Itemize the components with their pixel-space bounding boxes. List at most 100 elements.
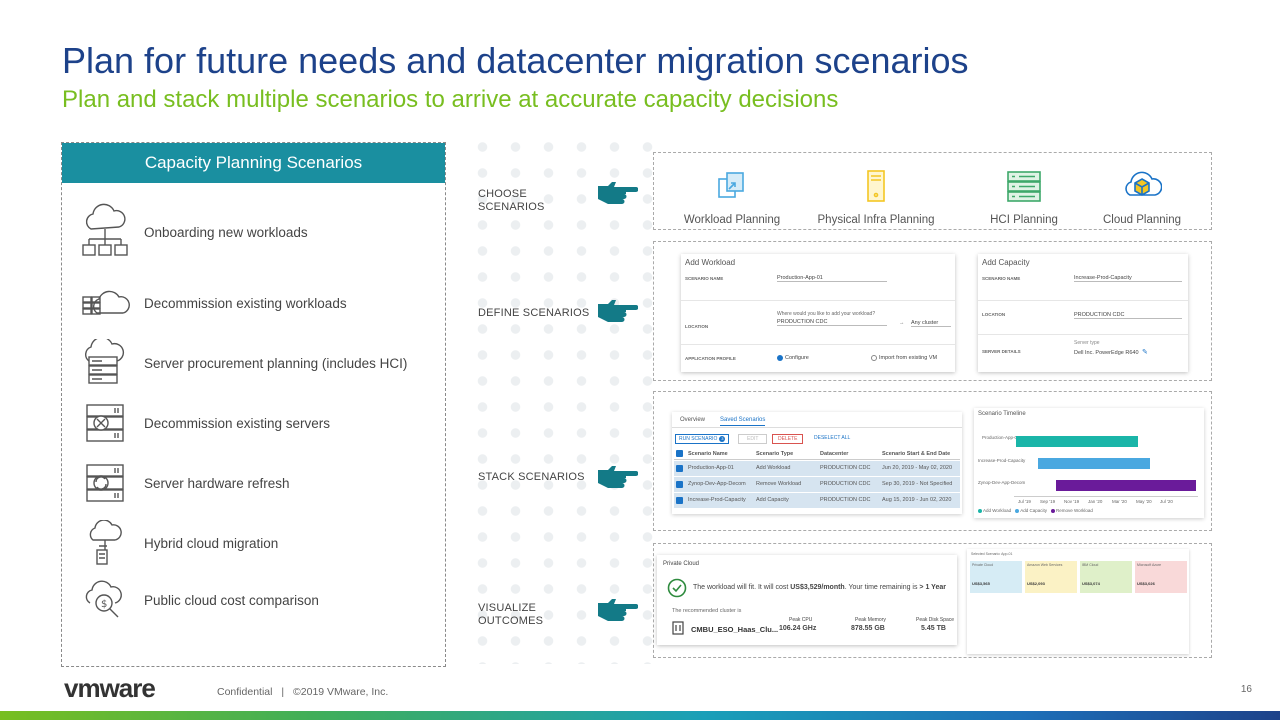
row-checkbox[interactable]	[676, 497, 683, 504]
cluster-name[interactable]: CMBU_ESO_Haas_Clu...	[691, 625, 779, 634]
timeline-bar-add-workload	[1016, 436, 1138, 447]
scenario-label: Onboarding new workloads	[144, 224, 308, 240]
row-checkbox[interactable]	[676, 481, 683, 488]
deselect-all-link[interactable]: DESELECT ALL	[814, 435, 851, 441]
scenario-hardware-refresh: Server hardware refresh	[78, 456, 290, 510]
radio-label: Configure	[785, 355, 809, 361]
radio-label: Import from existing VM	[879, 355, 938, 361]
scenario-label: Hybrid cloud migration	[144, 535, 279, 551]
comparison-column: IBM Cloud US$3,074	[1080, 561, 1132, 653]
table-row[interactable]: Production-App-01 Add Workload PRODUCTIO…	[674, 461, 960, 476]
cell: Add Workload	[756, 465, 791, 471]
timeline-title: Scenario Timeline	[978, 411, 1026, 417]
column-header: Amazon Web Services US$2,093	[1025, 561, 1077, 593]
metric-value: 5.45 TB	[921, 625, 946, 632]
panel-header: Capacity Planning Scenarios	[62, 143, 445, 183]
fit-message: The workload will fit. It will cost US$3…	[693, 584, 946, 591]
provider-cost: US$3,565	[972, 581, 990, 586]
legend-label: Add Workload	[983, 508, 1012, 513]
provider-name: Amazon Web Services	[1027, 563, 1063, 567]
row-checkbox[interactable]	[676, 465, 683, 472]
table-header: Scenario Name Scenario Type Datacenter S…	[674, 448, 960, 460]
edit-pencil-icon[interactable]: ✎	[1142, 349, 1148, 356]
check-circle-icon	[667, 578, 687, 598]
cell: Zynop-Dev-App-Decom	[688, 481, 746, 487]
cloud-network-icon	[78, 203, 132, 259]
scenario-label: Server procurement planning (includes HC…	[144, 355, 408, 371]
select-all-checkbox[interactable]	[676, 450, 683, 457]
plan-label: HCI Planning	[990, 214, 1058, 226]
svg-text:$: $	[101, 599, 107, 610]
comparison-column: Amazon Web Services US$2,093	[1025, 561, 1077, 653]
field-label: APPLICATION PROFILE	[685, 356, 736, 361]
form-title: Add Capacity	[982, 258, 1030, 267]
field-label: LOCATION	[685, 324, 709, 329]
metric-label: Peak Disk Space	[916, 617, 955, 623]
tab-saved-scenarios[interactable]: Saved Scenarios	[720, 417, 766, 426]
divider	[672, 427, 962, 428]
column-header: Microsoft Azure US$3,026	[1135, 561, 1187, 593]
vmware-logo: vmware	[64, 673, 156, 703]
cluster-select[interactable]: Any cluster	[911, 320, 951, 327]
table-row[interactable]: Zynop-Dev-App-Decom Remove Workload PROD…	[674, 477, 960, 492]
count-badge: 3	[719, 436, 726, 442]
hci-icon	[1007, 171, 1041, 202]
field-label: SCENARIO NAME	[685, 276, 724, 281]
cell: PRODUCTION CDC	[820, 465, 871, 471]
import-vm-radio[interactable]: Import from existing VM	[871, 355, 937, 361]
scenario-name-input[interactable]: Production-App-01	[777, 275, 887, 282]
run-scenario-button[interactable]: RUN SCENARIO 3	[675, 434, 730, 444]
tab-overview[interactable]: Overview	[680, 417, 706, 423]
tick-label: Jan '20	[1088, 499, 1103, 504]
column-header: Scenario Name	[688, 451, 728, 457]
plan-physical-infra[interactable]: Physical Infra Planning	[814, 169, 938, 226]
comparison-title: Selected Scenario: App-01	[971, 552, 1013, 556]
server-type-value: Dell Inc. PowerEdge R640	[1074, 350, 1139, 356]
plan-hci[interactable]: HCI Planning	[974, 169, 1074, 226]
configure-radio[interactable]: Configure	[777, 355, 809, 361]
pointing-hand-icon	[598, 182, 638, 204]
location-select[interactable]: PRODUCTION CDC	[777, 319, 887, 326]
private-cloud-result: Private Cloud The workload will fit. It …	[657, 555, 957, 645]
metric-value: 106.24 GHz	[779, 625, 817, 632]
cell: Sep 30, 2019 - Not Specified	[882, 481, 953, 487]
scenario-name-input[interactable]: Increase-Prod-Capacity	[1074, 275, 1182, 282]
copyright: ©2019 VMware, Inc.	[293, 686, 389, 698]
cluster-icon	[672, 621, 684, 635]
slide-title: Plan for future needs and datacenter mig…	[62, 40, 969, 81]
column-header: Private Cloud US$3,565	[970, 561, 1022, 593]
provider-cost: US$2,093	[1027, 581, 1045, 586]
step-define-label: DEFINE SCENARIOS	[478, 307, 590, 319]
timeline-bar-add-capacity	[1038, 458, 1150, 469]
cell: Jun 20, 2019 - May 02, 2020	[882, 465, 953, 471]
tick-label: Nov '19	[1064, 499, 1080, 504]
saved-scenarios-table: Overview Saved Scenarios RUN SCENARIO 3 …	[672, 412, 962, 514]
comparison-column: Private Cloud US$3,565	[970, 561, 1022, 653]
footer-separator: |	[281, 686, 285, 698]
server-tower-icon	[867, 170, 885, 202]
radio-selected-icon	[777, 355, 783, 361]
tick-label: Mar '20	[1112, 499, 1127, 504]
plan-label: Physical Infra Planning	[817, 214, 935, 226]
cloud-server-icon	[78, 336, 132, 390]
plan-label: Cloud Planning	[1102, 214, 1181, 226]
timeline-row-label: Increase-Prod-Capacity	[978, 458, 1026, 463]
table-row[interactable]: Increase-Prod-Capacity Add Capacity PROD…	[674, 493, 960, 508]
field-label: SCENARIO NAME	[982, 276, 1021, 281]
location-select[interactable]: PRODUCTION CDC	[1074, 312, 1182, 319]
cloud-cube-icon	[1125, 171, 1163, 196]
plan-workload[interactable]: Workload Planning	[680, 169, 784, 226]
divider	[978, 300, 1188, 301]
cloud-bricks-icon	[78, 276, 132, 330]
cell: Production-App-01	[688, 465, 734, 471]
add-capacity-form: Add Capacity SCENARIO NAME Increase-Prod…	[978, 254, 1188, 372]
edit-button[interactable]: EDIT	[738, 434, 768, 444]
stack-scenarios-box: Overview Saved Scenarios RUN SCENARIO 3 …	[653, 391, 1212, 531]
plan-cloud[interactable]: Cloud Planning	[1092, 169, 1192, 226]
timeline-row-label: Production-App-01	[982, 435, 1020, 440]
monthly-cost: US$3,529/month	[790, 584, 845, 591]
page-number: 16	[1240, 684, 1252, 695]
divider	[681, 300, 955, 301]
pointing-hand-icon	[598, 599, 638, 621]
delete-button[interactable]: DELETE	[772, 434, 804, 444]
